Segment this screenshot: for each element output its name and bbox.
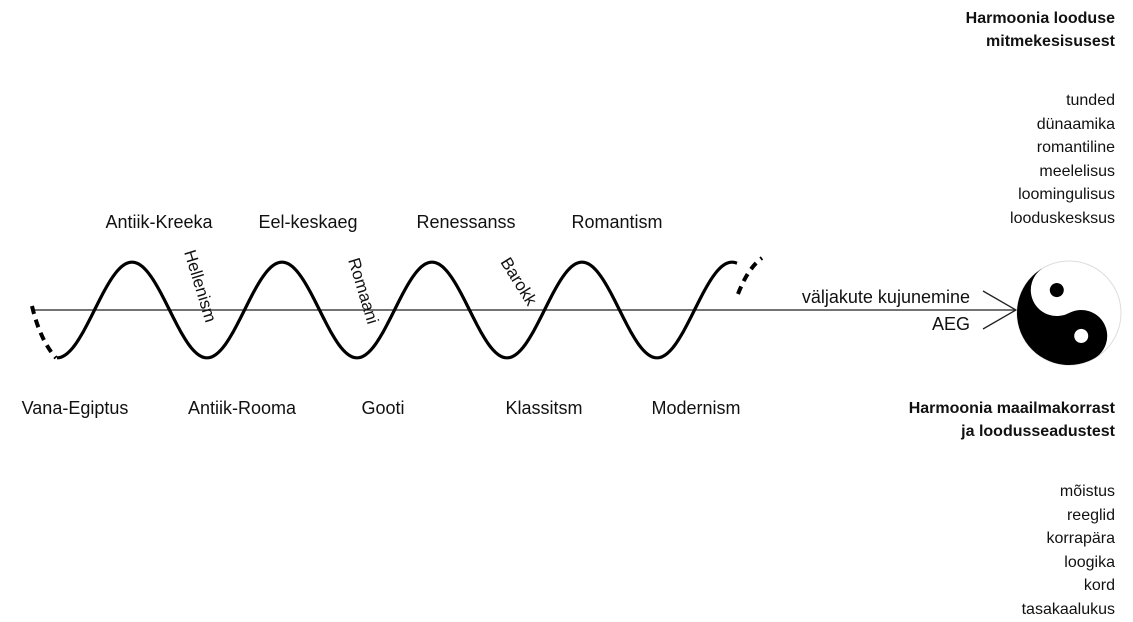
time-axis-arrow (982, 290, 1018, 330)
trait-item: looduskesksus (1010, 209, 1115, 227)
history-wave (56, 260, 738, 360)
trait-item: korrapära (1046, 530, 1115, 547)
top-trait-list: tunded dünaamika romantiline meelelisus … (1010, 89, 1115, 230)
transition-label: Hellenism (180, 248, 220, 325)
trait-item: mõistus (1059, 483, 1115, 500)
trait-item: tasakaalukus (1021, 600, 1115, 618)
upper-era-label: Romantism (571, 212, 662, 232)
transition-label: Romaani (344, 256, 382, 327)
bottom-heading-line-2: ja loodusseadustest (961, 423, 1115, 440)
lower-era-label: Vana-Egiptus (22, 398, 129, 418)
bottom-heading-line-1: Harmoonia maailmakorrast (908, 400, 1115, 417)
trait-item: romantiline (1036, 139, 1115, 156)
lower-era-label: Gooti (361, 398, 404, 418)
lower-era-label: Antiik-Rooma (188, 398, 297, 418)
bottom-trait-list: mõistus reeglid korrapära loogika kord t… (1022, 480, 1115, 621)
trait-item: loomingulisus (1018, 186, 1115, 203)
wave-dashed-end (736, 256, 764, 295)
trait-item: meelelisus (1039, 162, 1115, 180)
lower-era-label: Klassitsm (505, 398, 582, 418)
trait-item: tunded (1066, 92, 1115, 109)
bottom-panel-heading: Harmoonia maailmakorrast ja loodusseadus… (909, 397, 1115, 443)
axis-label-top: väljakute kujunemine (802, 287, 970, 307)
wave-dashed-start (30, 305, 58, 360)
trait-item: kord (1083, 577, 1115, 594)
trait-item: loogika (1064, 553, 1115, 571)
top-heading-line-2: mitmekesisusest (986, 33, 1115, 50)
upper-era-label: Renessanss (416, 212, 515, 232)
upper-era-label: Antiik-Kreeka (105, 212, 213, 232)
yin-yang-icon (1016, 260, 1122, 366)
upper-era-label: Eel-keskaeg (258, 212, 357, 232)
transition-label: Barokk (497, 254, 541, 309)
top-heading-line-1: Harmoonia looduse (965, 10, 1115, 27)
trait-item: dünaamika (1036, 115, 1115, 133)
trait-item: reeglid (1066, 506, 1115, 524)
axis-label-bottom: AEG (932, 314, 970, 334)
lower-era-label: Modernism (651, 398, 740, 418)
top-panel-heading: Harmoonia looduse mitmekesisusest (966, 7, 1115, 53)
